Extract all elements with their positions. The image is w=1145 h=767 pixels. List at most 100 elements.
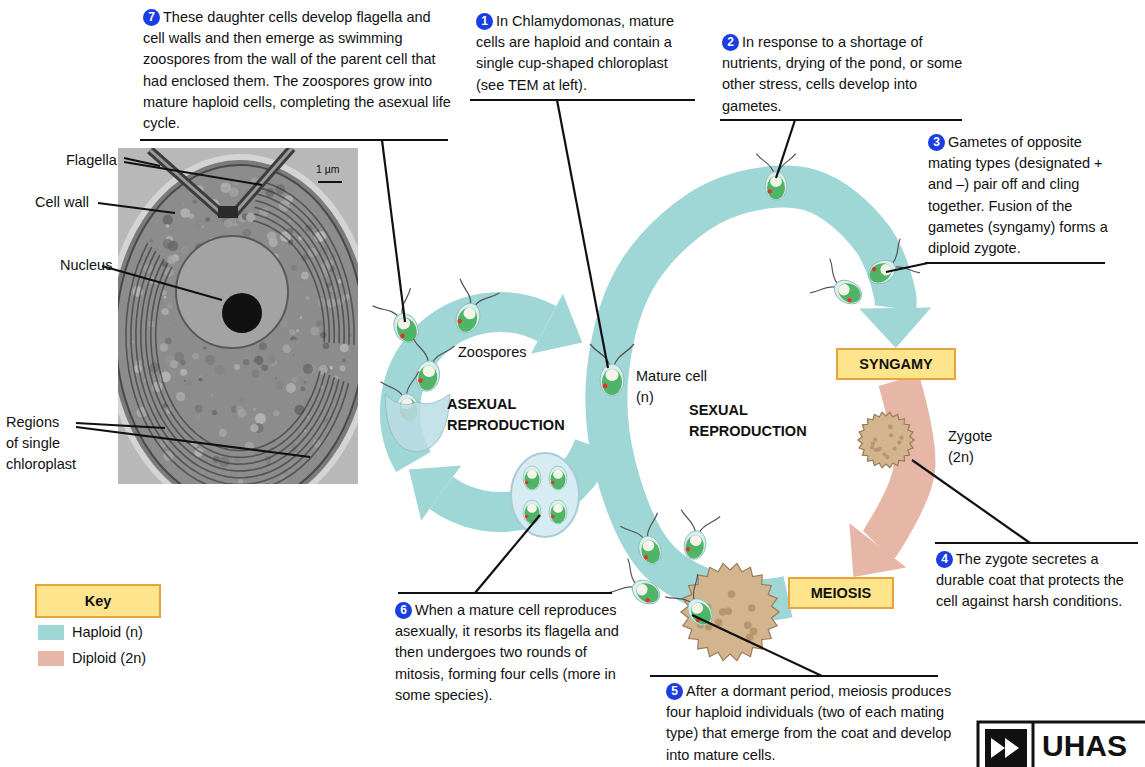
leader-line <box>382 140 405 322</box>
chlamydomonas-cell <box>810 259 870 317</box>
organelle <box>276 382 284 390</box>
chloroplast <box>638 538 663 566</box>
callout-number: 4 <box>936 551 953 568</box>
cell-wall <box>549 466 567 490</box>
cytoplasm <box>422 365 436 378</box>
part-label: SEXUAL REPRODUCTION <box>689 400 824 442</box>
callout: 3Gametes of opposite mating types (desig… <box>928 132 1113 259</box>
cell-wall <box>628 575 664 608</box>
chlamydomonas-cell <box>523 500 541 524</box>
legend-swatch <box>38 651 64 666</box>
eyespot <box>847 297 853 303</box>
leader-line <box>398 592 612 594</box>
organelle <box>300 316 302 318</box>
organelle <box>238 479 243 484</box>
box-text: MEIOSIS <box>811 585 871 601</box>
cytoplasm <box>462 306 478 321</box>
organelle <box>162 308 169 315</box>
eyespot <box>643 554 649 560</box>
chloroplast <box>393 315 421 345</box>
organelle <box>168 240 178 250</box>
callout: 4The zygote secretes a durable coat that… <box>936 549 1141 613</box>
sporangium <box>511 453 579 537</box>
eyespot <box>871 266 877 272</box>
organelle <box>296 329 299 332</box>
organelle <box>340 343 349 352</box>
zygote <box>858 412 914 468</box>
organelle <box>250 424 258 432</box>
organelle <box>255 413 266 424</box>
chloroplast <box>767 176 785 199</box>
organelle <box>181 246 189 254</box>
callout-text: When a mature cell reproduces asexually,… <box>395 602 619 703</box>
organelle <box>199 377 203 381</box>
cytoplasm <box>635 582 650 598</box>
chloroplast <box>684 534 706 560</box>
cytoplasm <box>878 262 893 278</box>
organelle <box>181 203 184 206</box>
chloroplast <box>525 504 540 524</box>
cell-wall <box>523 466 541 490</box>
cytoplasm <box>527 470 537 479</box>
cytoplasm <box>837 282 852 298</box>
flagellum <box>810 277 836 302</box>
organisms <box>373 154 920 661</box>
organelle <box>193 200 197 204</box>
organelle <box>252 370 260 378</box>
organelle <box>281 334 283 336</box>
asexual-arrowhead <box>409 465 461 520</box>
chloroplast <box>551 504 566 524</box>
label-box: MEIOSIS <box>788 577 894 609</box>
legend-text: Haploid (n) <box>72 622 143 642</box>
organelle <box>267 231 276 240</box>
callout-text: In Chlamydomonas, mature cells are haplo… <box>476 13 674 93</box>
cytoplasm <box>553 470 563 479</box>
organelle <box>179 247 181 249</box>
organelle <box>289 329 295 335</box>
organelle <box>160 343 169 352</box>
leader-lines <box>76 100 1138 676</box>
leader-line <box>98 203 175 213</box>
organelle <box>281 320 289 328</box>
label-box: SYNGAMY <box>836 348 956 380</box>
organelle <box>224 219 232 227</box>
coat-bump <box>870 445 874 449</box>
part-label: Nucleus <box>60 255 130 276</box>
eyespot <box>525 481 529 485</box>
callout-number: 6 <box>395 602 412 619</box>
coat-bump <box>892 446 896 450</box>
organelle <box>340 365 346 371</box>
part-label: Zoospores <box>458 342 548 363</box>
leader-line <box>776 120 795 178</box>
cell-wall <box>452 300 484 336</box>
cytoplasm <box>641 539 656 553</box>
organelle <box>167 255 176 264</box>
organelle <box>243 359 250 366</box>
eyespot <box>768 189 772 193</box>
callout-text: The zygote secretes a durable coat that … <box>936 551 1124 609</box>
flagellum <box>756 154 774 174</box>
part-label: Regions of single chloroplast <box>6 412 74 476</box>
organelle <box>186 379 192 385</box>
organelle <box>212 410 217 415</box>
organelle <box>298 280 300 282</box>
callout-text: In response to a shortage of nutrients, … <box>722 34 962 114</box>
callout-number: 3 <box>928 134 945 151</box>
eyespot <box>418 378 423 383</box>
chlamydomonas-cell <box>673 510 720 563</box>
zygote-coat <box>858 412 914 468</box>
organelle <box>176 392 185 401</box>
coat-bump <box>897 440 901 444</box>
organelle <box>292 377 298 383</box>
flagellum <box>453 279 478 305</box>
chlamydomonas-cell <box>443 279 499 340</box>
coat-bump <box>728 590 736 598</box>
chlamydomonas-cell <box>590 344 634 396</box>
flagellum <box>608 577 634 602</box>
organelle <box>303 364 313 374</box>
organelle <box>229 187 239 197</box>
organelle <box>210 394 213 397</box>
eyespot <box>457 318 463 324</box>
cell-wall <box>414 359 442 393</box>
organelle <box>289 339 300 350</box>
